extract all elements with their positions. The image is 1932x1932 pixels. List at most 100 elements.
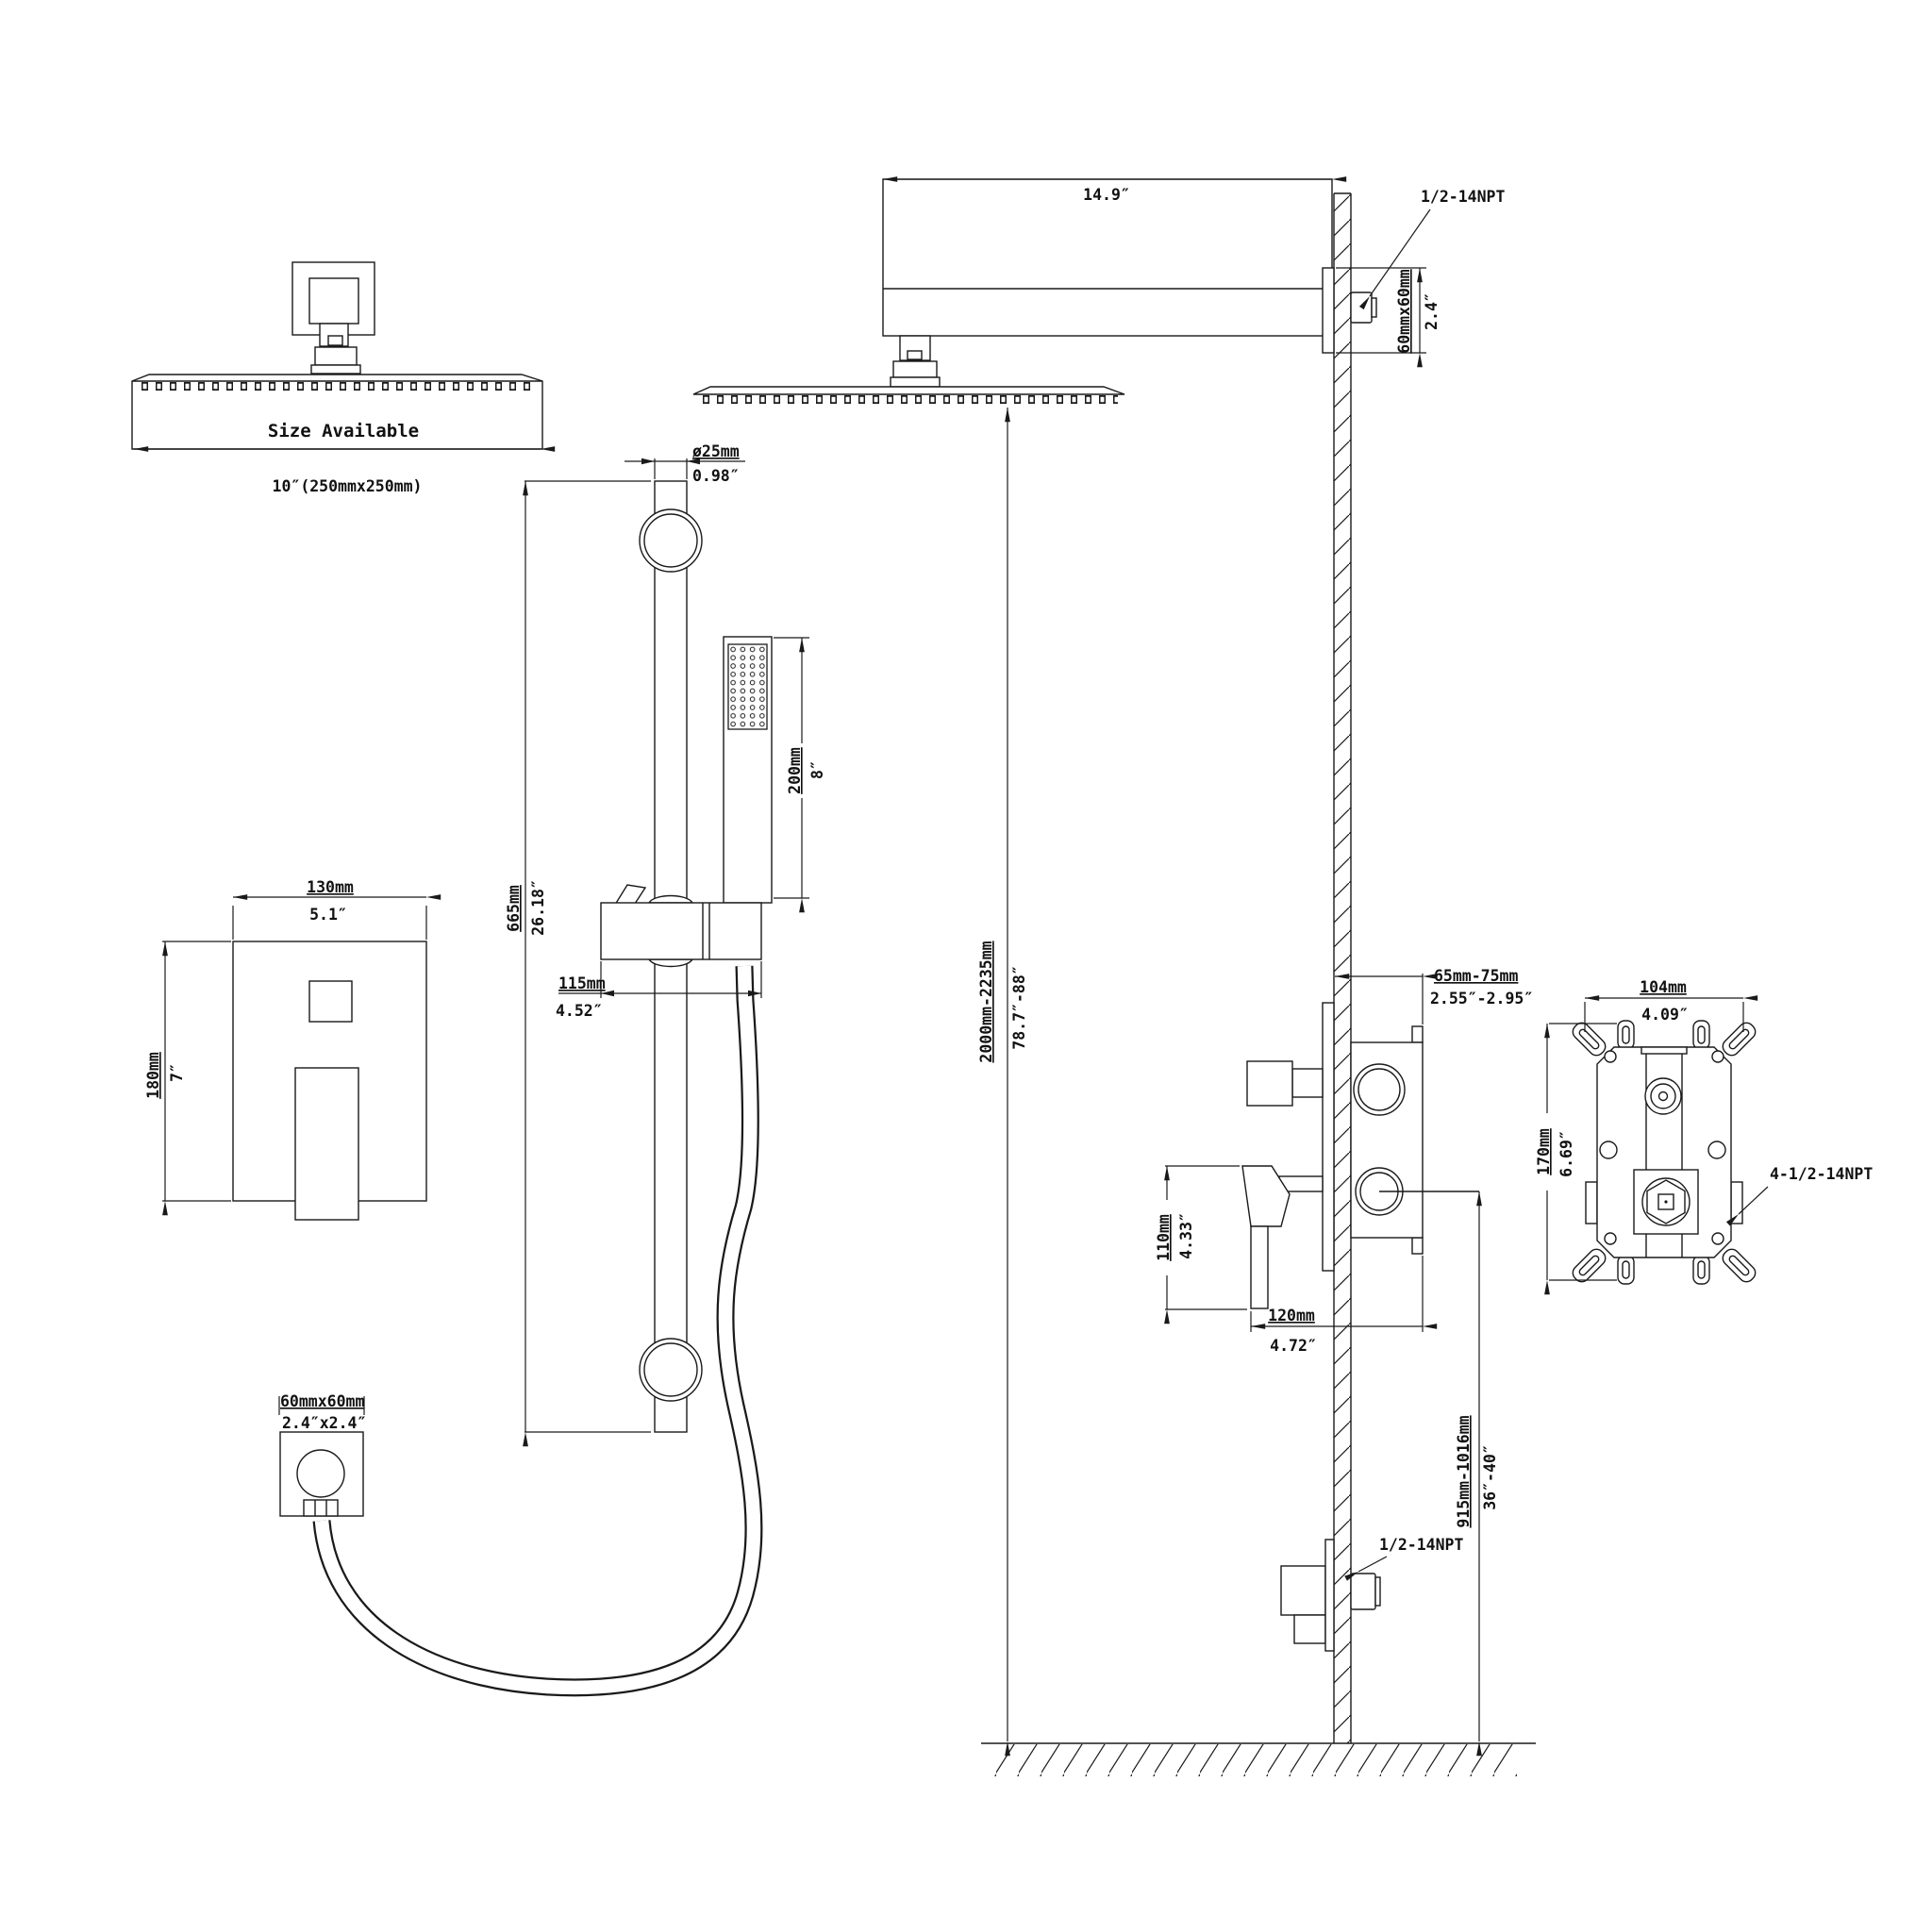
head-slab bbox=[692, 386, 1125, 395]
spout-escutcheon bbox=[1324, 1539, 1335, 1652]
bracket-depth-label: 115mm bbox=[558, 974, 606, 992]
valve-left-stub bbox=[1585, 1181, 1598, 1224]
box-width-in-label: 4.09″ bbox=[1641, 1006, 1689, 1024]
elbow-size-label: 60mmx60mm bbox=[280, 1392, 364, 1410]
handle-length-label: 110mm bbox=[1155, 1214, 1173, 1261]
spout-height-in-label: 36″-40″ bbox=[1481, 1444, 1499, 1510]
shower-arm-side-view: 14.9″ bbox=[692, 176, 1347, 404]
spout-body bbox=[1280, 1565, 1326, 1616]
flange-size-label: 60mmx60mm bbox=[1395, 269, 1413, 353]
box-height-label: 170mm bbox=[1535, 1128, 1553, 1175]
hand-shower: 200mm 8″ bbox=[723, 636, 826, 913]
arm-wall-connection: 1/2-14NPT 60mmx60mm 2.4″ bbox=[1322, 188, 1505, 368]
arm-escutcheon bbox=[1322, 267, 1335, 354]
connector-block bbox=[314, 346, 358, 366]
spout-npt-leader bbox=[1344, 1556, 1388, 1581]
valve-trim-front-view: 130mm 5.1″ 180mm 7″ bbox=[144, 878, 441, 1221]
dia-arrow-left bbox=[641, 458, 655, 465]
elbow-nut bbox=[303, 1499, 339, 1517]
valve-npt-leader bbox=[1725, 1186, 1769, 1226]
cartridge-center-dot bbox=[1664, 1200, 1668, 1204]
ear-bottom-left bbox=[1572, 1248, 1607, 1283]
lever-blade bbox=[1250, 1225, 1269, 1309]
head-connector-block bbox=[892, 360, 938, 378]
bar-top-mount-inner bbox=[643, 513, 698, 568]
head-size-label: 10″(250mmx250mm) bbox=[273, 477, 423, 495]
valve-npt-label: 4-1/2-14NPT bbox=[1770, 1165, 1873, 1183]
plate-width-label: 130mm bbox=[307, 878, 354, 896]
elbow-size-in-label: 2.4″x2.4″ bbox=[282, 1414, 366, 1432]
wand-length-in-label: 8″ bbox=[808, 760, 826, 779]
height-in-label: 78.7″-88″ bbox=[1010, 965, 1028, 1049]
screw-hole bbox=[1707, 1141, 1726, 1159]
wand-length-label: 200mm bbox=[786, 747, 804, 794]
wall-bracket-inner bbox=[308, 277, 359, 325]
bar-bottom-mount-inner bbox=[643, 1342, 698, 1397]
screw-hole bbox=[1604, 1050, 1617, 1063]
plate-height-label: 180mm bbox=[144, 1052, 162, 1099]
diverter-knob bbox=[1246, 1060, 1293, 1107]
wall-hatch bbox=[1334, 193, 1351, 1743]
wall-supply-elbow: 60mmx60mm 2.4″x2.4″ bbox=[278, 1392, 366, 1517]
depth-in-label: 2.55″-2.95″ bbox=[1430, 990, 1533, 1008]
valve-rough-in-front-view: 104mm 4.09″ 170mm 6.69″ 4-1/2-14NPT bbox=[1535, 978, 1873, 1295]
spout-npt-label: 1/2-14NPT bbox=[1379, 1536, 1463, 1554]
valve-escutcheon-edge bbox=[1322, 1002, 1335, 1272]
top-port-center bbox=[1657, 1091, 1669, 1102]
shower-head-front-view: Size Available 10″(250mmx250mm) bbox=[131, 261, 556, 495]
dia-arrow-right bbox=[687, 458, 700, 465]
dia-label: ø25mm bbox=[692, 442, 740, 460]
depth-label: 65mm-75mm bbox=[1434, 967, 1518, 985]
screw-hole bbox=[1599, 1141, 1618, 1159]
arm-nipple-cap bbox=[1371, 297, 1377, 318]
spout-height-label: 915mm-1016mm bbox=[1455, 1415, 1473, 1527]
box-width-label: 104mm bbox=[1640, 978, 1687, 996]
tub-spout: 1/2-14NPT bbox=[1280, 1536, 1463, 1652]
wall-section bbox=[1333, 192, 1352, 1743]
valve-bottom-tab bbox=[1411, 1237, 1424, 1255]
dia-in-label: 0.98″ bbox=[692, 467, 740, 485]
valve-right-stub bbox=[1730, 1181, 1743, 1224]
screw-hole bbox=[1711, 1232, 1724, 1245]
bracket-arrow-right bbox=[748, 990, 761, 997]
channel-top-bracket bbox=[1641, 1046, 1688, 1055]
handle-length-in-label: 4.33″ bbox=[1177, 1212, 1195, 1259]
spout-height-dimension: 915mm-1016mm 36″-40″ bbox=[1455, 1191, 1499, 1757]
wand-spray-face bbox=[727, 643, 768, 730]
spout-npt-nipple bbox=[1350, 1573, 1376, 1610]
bar-length-label: 665mm bbox=[505, 885, 523, 932]
plate-height-in-label: 7″ bbox=[168, 1063, 186, 1082]
swivel-neck-detail bbox=[327, 335, 343, 346]
size-available-label: Size Available bbox=[268, 421, 419, 441]
height-mm-label: 2000mm-2235mm bbox=[977, 941, 995, 1062]
arm-npt-nipple bbox=[1350, 291, 1373, 324]
hose-body bbox=[314, 965, 761, 1695]
width-label: 120mm bbox=[1268, 1307, 1315, 1324]
valve-upper-port-inner bbox=[1357, 1068, 1401, 1111]
lever-grip bbox=[1241, 1165, 1291, 1227]
screw-hole bbox=[1604, 1232, 1617, 1245]
bracket-arrow-left bbox=[601, 990, 614, 997]
diverter-button bbox=[308, 980, 353, 1023]
bracket-body bbox=[600, 902, 762, 960]
valve-top-tab bbox=[1411, 1025, 1424, 1043]
overall-height-dimension: 2000mm-2235mm 78.7″-88″ bbox=[977, 407, 1028, 1757]
floor bbox=[981, 1742, 1536, 1776]
spout-nipple-cap bbox=[1374, 1576, 1381, 1607]
connector-base bbox=[310, 364, 361, 375]
screw-hole bbox=[1711, 1050, 1724, 1063]
ear-top-left bbox=[1572, 1022, 1607, 1057]
spout-lower bbox=[1293, 1614, 1326, 1644]
plate-width-in-label: 5.1″ bbox=[309, 906, 347, 924]
elbow-outlet bbox=[296, 1449, 345, 1498]
slide-bar-bracket: 115mm 4.52″ bbox=[556, 884, 762, 1020]
ear-top-right bbox=[1722, 1022, 1757, 1057]
floor-hatch bbox=[992, 1744, 1517, 1776]
flange-size-in-label: 2.4″ bbox=[1423, 292, 1441, 330]
bar-length-in-label: 26.18″ bbox=[529, 879, 547, 936]
diverter-knob-stem bbox=[1291, 1068, 1324, 1098]
shower-hose bbox=[312, 965, 763, 1697]
trim-handle bbox=[294, 1067, 359, 1221]
